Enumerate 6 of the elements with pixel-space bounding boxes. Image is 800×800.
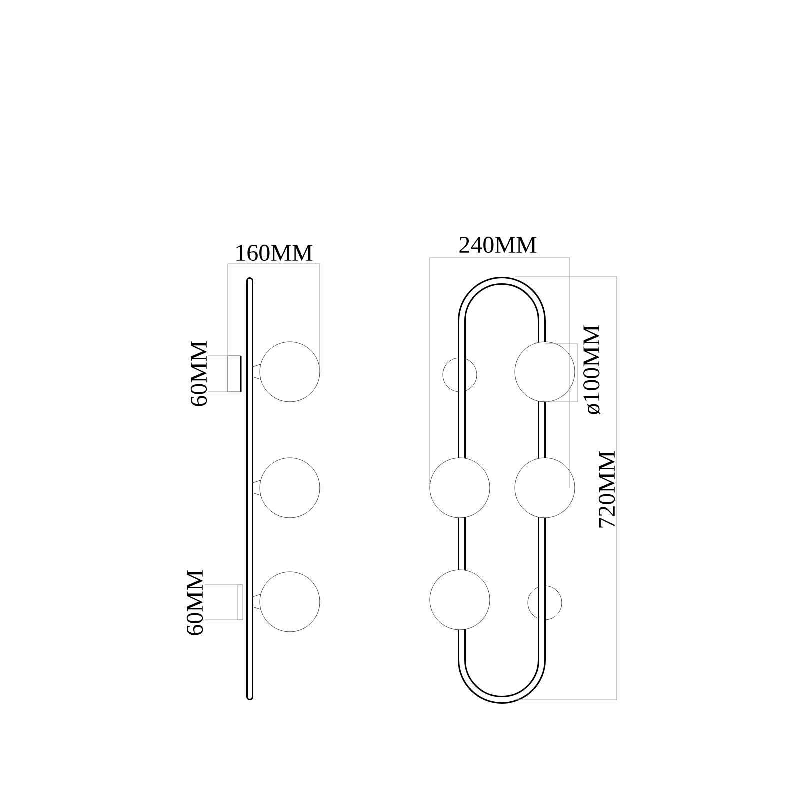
dimension-label: ø100MM (582, 324, 602, 416)
dimension-label: 60MM (190, 340, 208, 408)
dimension-label: 160MM (234, 244, 314, 262)
dimension-label: 720MM (598, 450, 616, 530)
dimension-label: 240MM (458, 236, 538, 254)
dimension-label: 60MM (186, 568, 204, 638)
